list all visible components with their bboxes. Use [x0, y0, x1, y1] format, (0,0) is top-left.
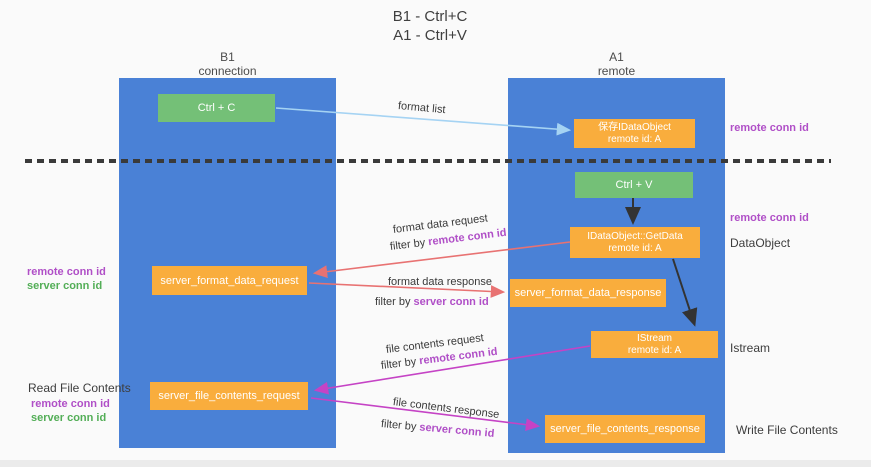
server-file-contents-request-box: server_file_contents_request [150, 382, 308, 410]
read-file-contents-annotation: Read File Contents [28, 381, 131, 395]
lane-b1-role: connection [198, 64, 257, 78]
istream-line1: IStream [636, 332, 672, 344]
server-conn-id-text: server conn id [418, 421, 495, 440]
phase-separator-dashed-line [25, 159, 831, 163]
remote-conn-id-annotation-left-bottom: remote conn id [31, 398, 110, 410]
server-file-contents-response-label: server_file_contents_response [550, 423, 700, 435]
server-conn-id-text: server conn id [413, 296, 489, 308]
istream-box: IStream remote id: A [591, 331, 718, 358]
server-file-contents-response-box: server_file_contents_response [545, 415, 705, 443]
remote-conn-id-annotation-mid: remote conn id [730, 212, 809, 224]
save-dataobject-box: 保存IDataObject remote id: A [574, 119, 695, 148]
remote-conn-id-annotation-top: remote conn id [730, 122, 809, 134]
save-dataobject-line1: 保存IDataObject [598, 121, 671, 133]
format-data-response-label: format data response [388, 276, 492, 288]
write-file-contents-annotation: Write File Contents [736, 423, 838, 437]
ctrl-c-box: Ctrl + C [158, 94, 275, 122]
lane-b1-name: B1 [220, 50, 235, 64]
istream-annotation: Istream [730, 341, 771, 355]
save-dataobject-line2: remote id: A [607, 133, 662, 145]
ctrl-v-box: Ctrl + V [575, 172, 693, 198]
getdata-line2: remote id: A [608, 242, 662, 254]
lane-header-b1: B1 connection [119, 50, 336, 78]
idataobject-getdata-box: IDataObject::GetData remote id: A [570, 227, 700, 258]
ctrl-c-label: Ctrl + C [197, 102, 236, 114]
filter-by-prefix: filter by [380, 418, 420, 434]
lane-header-a1: A1 remote [508, 50, 725, 78]
file-contents-response-filter-label: filter by server conn id [380, 418, 494, 440]
diagram-title: B1 - Ctrl+C A1 - Ctrl+V [0, 7, 860, 45]
server-format-data-request-label: server_format_data_request [160, 274, 299, 287]
getdata-line1: IDataObject::GetData [587, 230, 683, 242]
ctrl-v-label: Ctrl + V [615, 179, 653, 191]
title-line-1: B1 - Ctrl+C [392, 8, 468, 25]
server-conn-id-annotation-left-top: server conn id [27, 280, 103, 292]
lane-a1-name: A1 [609, 50, 624, 64]
filter-by-prefix: filter by [375, 296, 414, 308]
bottom-edge-band [0, 460, 871, 467]
filter-by-prefix: filter by [380, 355, 420, 372]
filter-by-prefix: filter by [389, 236, 429, 253]
server-conn-id-annotation-left-bottom: server conn id [31, 412, 107, 424]
istream-line2: remote id: A [627, 344, 682, 356]
file-contents-response-label: file contents response [392, 396, 500, 421]
format-list-label: format list [397, 100, 447, 117]
remote-conn-id-annotation-left-top: remote conn id [27, 266, 106, 278]
server-file-contents-request-label: server_file_contents_request [158, 390, 300, 402]
server-format-data-response-label: server_format_data_response [514, 287, 662, 299]
dataobject-annotation: DataObject [730, 236, 791, 250]
format-data-response-filter-label: filter by server conn id [375, 296, 489, 308]
title-line-2: A1 - Ctrl+V [393, 27, 467, 44]
lane-a1-role: remote [597, 64, 636, 78]
server-format-data-response-box: server_format_data_response [510, 279, 666, 307]
server-format-data-request-box: server_format_data_request [152, 266, 307, 295]
